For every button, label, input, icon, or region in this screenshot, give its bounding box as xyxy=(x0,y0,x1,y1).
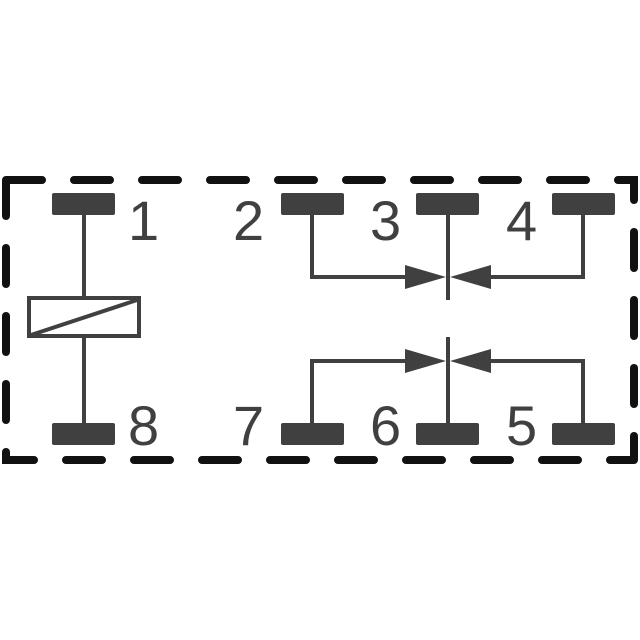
pin-1-pad xyxy=(52,193,115,215)
arrow-right-icon xyxy=(405,349,446,373)
package-outline xyxy=(2,176,638,464)
pin-7-pad xyxy=(281,423,344,445)
arrow-left-icon xyxy=(450,349,491,373)
arrow-left-icon xyxy=(450,265,491,289)
pin-5-label: 5 xyxy=(506,394,537,457)
pin-2-label: 2 xyxy=(233,189,264,252)
pin-6-pad xyxy=(416,423,479,445)
contact-set-upper xyxy=(310,214,585,300)
pin-5-pad xyxy=(552,423,615,445)
pin-1-label: 1 xyxy=(128,189,159,252)
pin-3-label: 3 xyxy=(370,189,401,252)
pin-7-label: 7 xyxy=(233,394,264,457)
coil xyxy=(27,214,141,424)
pin-4-pad xyxy=(552,193,615,215)
pin-6-label: 6 xyxy=(370,394,401,457)
pin-8-label: 8 xyxy=(128,394,159,457)
contact-set-lower xyxy=(310,337,585,424)
pin-8-pad xyxy=(52,423,115,445)
pin-2-pad xyxy=(281,193,344,215)
pin-3-pad xyxy=(416,193,479,215)
pin-4-label: 4 xyxy=(506,189,537,252)
arrow-right-icon xyxy=(405,265,446,289)
